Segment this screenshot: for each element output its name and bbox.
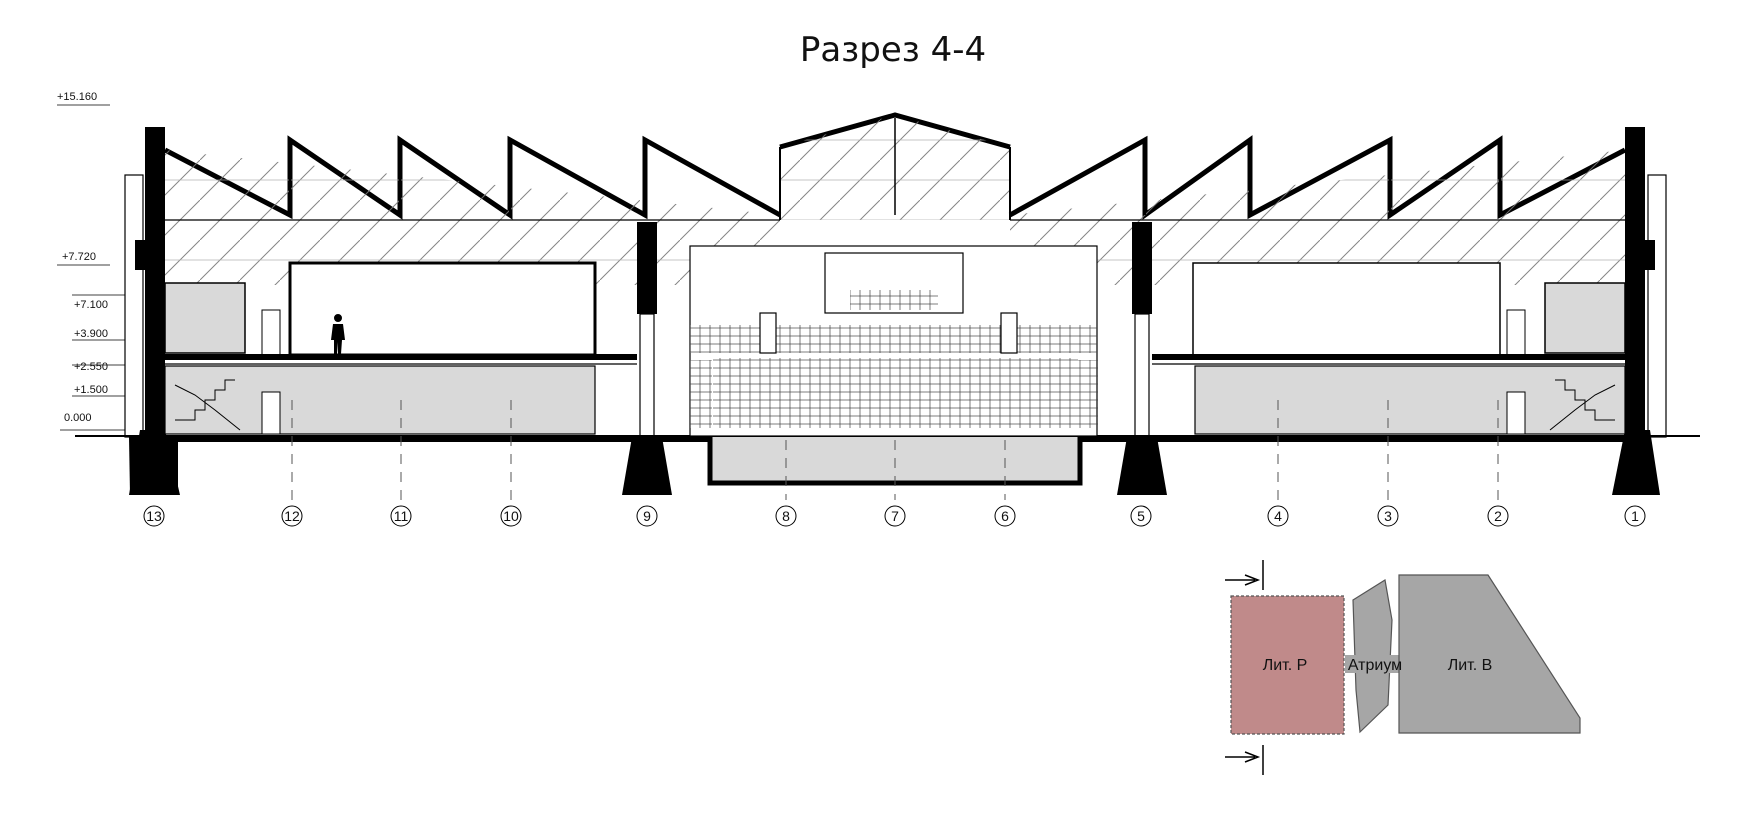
left-block <box>164 261 637 435</box>
section-arrow-bottom-icon <box>1225 751 1261 763</box>
atrium-label: Атриум <box>1348 657 1402 674</box>
level-3900: +3.900 <box>74 328 108 340</box>
axis-7: 7 <box>891 508 899 524</box>
key-plan: Лит. Р Атриум Лит. В <box>1225 560 1581 775</box>
roof-left <box>163 135 782 285</box>
column-5 <box>1117 222 1167 495</box>
axis-guides <box>291 400 1499 500</box>
level-15160: +15.160 <box>57 91 97 103</box>
level-marks: +15.160 +7.720 +7.100 +3.900 +2.550 +1.5… <box>57 91 125 431</box>
axis-6: 6 <box>1001 508 1009 524</box>
axis-10: 10 <box>503 508 519 524</box>
axis-9: 9 <box>643 508 651 524</box>
block-p-label: Лит. Р <box>1263 657 1308 674</box>
axis-11: 11 <box>394 508 409 524</box>
block-v-shape <box>1398 574 1581 734</box>
axis-1: 1 <box>1631 508 1639 524</box>
axis-3: 3 <box>1384 508 1392 524</box>
auditorium <box>689 245 1098 486</box>
end-wall-left <box>124 127 180 495</box>
level-7100: +7.100 <box>74 299 108 311</box>
section-arrow-top-icon <box>1225 574 1261 586</box>
axis-5: 5 <box>1137 508 1145 524</box>
axis-2: 2 <box>1494 508 1502 524</box>
human-figure <box>331 314 345 354</box>
axis-markers: 13 12 11 10 9 8 7 6 5 4 3 2 1 <box>143 505 1646 527</box>
block-v-label: Лит. В <box>1448 657 1493 674</box>
level-1500: +1.500 <box>74 384 108 396</box>
block-p-shape <box>1230 595 1345 735</box>
level-0000: 0.000 <box>64 412 92 424</box>
axis-13: 13 <box>146 508 162 524</box>
level-2550: +2.550 <box>74 361 108 373</box>
axis-4: 4 <box>1274 508 1282 524</box>
roof-center <box>779 112 1011 220</box>
column-9 <box>622 222 672 495</box>
drawing-title: Разрез 4-4 <box>799 30 987 70</box>
axis-12: 12 <box>284 508 300 524</box>
end-wall-right <box>1612 127 1667 495</box>
roof-right <box>1008 135 1627 285</box>
level-7720: +7.720 <box>62 251 96 263</box>
right-block <box>1152 262 1626 435</box>
axis-8: 8 <box>782 508 790 524</box>
